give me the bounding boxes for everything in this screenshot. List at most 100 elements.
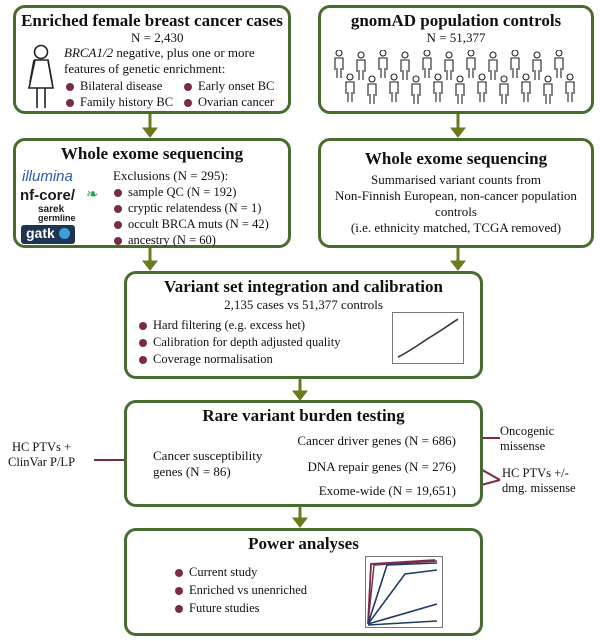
calibration-plot-icon (392, 312, 464, 364)
gatk-mark-icon (59, 228, 70, 239)
power-curves-icon (365, 556, 443, 628)
person-icon (334, 50, 344, 78)
arrow-integration-to-burden (291, 377, 309, 401)
integration-box: Variant set integration and calibration … (124, 271, 483, 379)
feature-ovarian: Ovarian cancer (184, 95, 274, 110)
wes-controls-line4: (i.e. ethnicity matched, TCGA removed) (350, 220, 562, 235)
bullet-icon (66, 82, 74, 91)
gatk-logo: gatk (21, 225, 75, 244)
exclusion-ancestry: ancestry (N = 60) (114, 233, 216, 248)
person-icon (532, 51, 542, 80)
bullet-icon (114, 220, 122, 229)
arrow-wes-cases-to-integration (141, 246, 159, 271)
arrow-wes-controls-to-integration (449, 246, 467, 271)
person-icon (345, 73, 355, 102)
person-icon (554, 50, 564, 78)
person-icon (455, 75, 465, 104)
power-box: Power analyses Current study Enriched vs… (124, 528, 483, 636)
wes-controls-box: Whole exome sequencing Summarised varian… (318, 138, 594, 248)
bullet-icon (114, 204, 122, 213)
person-icon (411, 75, 421, 104)
feature-early-onset: Early onset BC (184, 79, 274, 94)
susceptibility-line2: genes (N = 86) (153, 464, 231, 479)
set-exome-wide: Exome-wide (N = 19,651) (318, 483, 456, 498)
bullet-icon (184, 82, 192, 91)
wes-cases-box: Whole exome sequencing illumina nf-core/… (13, 138, 291, 248)
bullet-icon (139, 355, 147, 364)
arrow-cases-to-wes (141, 112, 159, 138)
controls-n: N = 51,377 (426, 30, 486, 45)
wes-cases-title: Whole exome sequencing (60, 144, 244, 163)
bullet-icon (175, 586, 183, 595)
label-oncogenic-missense: Oncogenic missense (500, 424, 555, 453)
controls-box: gnomAD population controls N = 51,377 (318, 5, 594, 114)
power-enriched-vs-unenriched: Enriched vs unenriched (175, 583, 307, 598)
illumina-logo: illumina (22, 168, 73, 185)
person-icon (510, 50, 520, 78)
exclusion-cryptic: cryptic relatendess (N = 1) (114, 201, 261, 216)
controls-title: gnomAD population controls (350, 11, 562, 30)
arrow-burden-to-power (291, 505, 309, 528)
person-icon (466, 50, 476, 78)
bullet-icon (175, 568, 183, 577)
wes-controls-line2: Non-Finnish European, non-cancer populat… (335, 188, 577, 203)
integration-calibration: Calibration for depth adjusted quality (139, 335, 340, 350)
nf-core-logo-mark: ❧ (86, 186, 99, 203)
susceptibility-line1: Cancer susceptibility (153, 448, 263, 463)
wes-controls-title: Whole exome sequencing (364, 149, 548, 168)
feature-family-history: Family history BC (66, 95, 173, 110)
woman-icon (28, 44, 54, 108)
set-dna-repair: DNA repair genes (N = 276) (307, 459, 456, 474)
person-icon (433, 73, 443, 102)
integration-coverage: Coverage normalisation (139, 352, 273, 367)
person-icon (422, 50, 432, 78)
person-icon (488, 51, 498, 80)
bullet-icon (139, 338, 147, 347)
population-crowd-icon (334, 50, 575, 104)
power-future-studies: Future studies (175, 601, 259, 616)
label-hc-ptvs-dmg-missense: HC PTVs +/- dmg. missense (502, 466, 576, 495)
bullet-icon (114, 236, 122, 245)
person-icon (499, 75, 509, 104)
cases-box: Enriched female breast cancer cases N = … (13, 5, 291, 114)
person-icon (389, 73, 399, 102)
person-icon (367, 75, 377, 104)
cases-desc-rest: negative, plus one or more (113, 45, 255, 60)
burden-box: Rare variant burden testing Cancer susce… (124, 400, 483, 507)
nf-core-logo: nf-core/ (20, 187, 76, 204)
integration-subtitle: 2,135 cases vs 51,377 controls (224, 297, 383, 312)
exclusion-occult-brca: occult BRCA muts (N = 42) (114, 217, 269, 232)
person-icon (521, 73, 531, 102)
arrow-controls-to-wes (449, 112, 467, 138)
feature-bilateral: Bilateral disease (66, 79, 162, 94)
label-hc-ptvs-clinvar: HC PTVs + ClinVar P/LP (8, 440, 76, 469)
power-current-study: Current study (175, 565, 257, 580)
person-icon (565, 73, 575, 102)
cases-n: N = 2,430 (131, 30, 184, 45)
person-icon (444, 51, 454, 80)
set-cancer-driver: Cancer driver genes (N = 686) (297, 433, 456, 448)
person-icon (378, 50, 388, 78)
bullet-icon (175, 604, 183, 613)
exclusion-sample-qc: sample QC (N = 192) (114, 185, 236, 200)
bullet-icon (66, 98, 74, 107)
person-icon (400, 51, 410, 80)
integration-hard-filtering: Hard filtering (e.g. excess het) (139, 318, 305, 333)
wes-controls-line1: Summarised variant counts from (370, 172, 542, 187)
cases-desc-line1: BRCA1/2 negative, plus one or more (64, 45, 255, 61)
person-icon (543, 75, 553, 104)
wes-controls-line3: controls (435, 204, 477, 219)
brca-label: BRCA1/2 (64, 45, 114, 60)
germline-logo: germline (38, 213, 76, 223)
burden-title: Rare variant burden testing (202, 406, 405, 425)
person-icon (356, 51, 366, 80)
bullet-icon (114, 188, 122, 197)
bullet-icon (139, 321, 147, 330)
cases-desc-line2: features of genetic enrichment: (64, 61, 226, 76)
cases-title: Enriched female breast cancer cases (21, 11, 283, 30)
sarek-logo: sarek (38, 204, 65, 215)
integration-title: Variant set integration and calibration (164, 277, 443, 296)
power-title: Power analyses (248, 534, 359, 553)
bullet-icon (184, 98, 192, 107)
exclusions-header: Exclusions (N = 295): (113, 168, 229, 183)
